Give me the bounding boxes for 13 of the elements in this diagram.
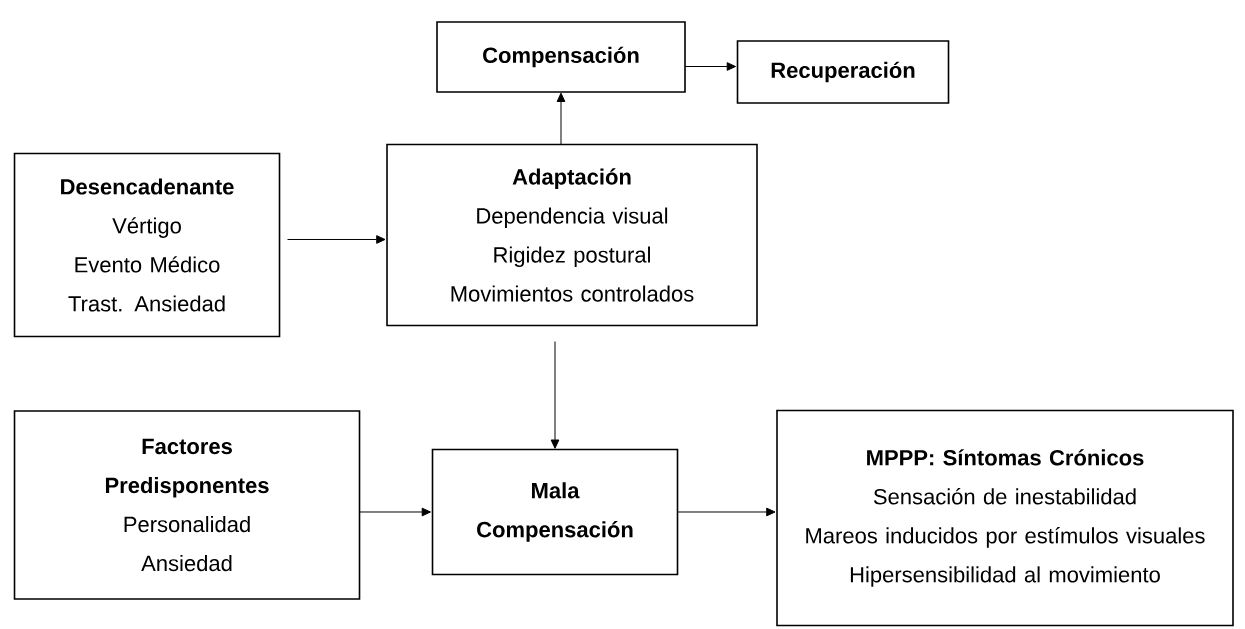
text-box: Adaptación Dependencia visual Rigidez postural Movimientos controlados [386,143,758,327]
arrow [550,341,560,449]
arrow [677,507,776,517]
arrow [684,62,736,71]
arrow [359,507,431,517]
text-box: MPPP: Síntomas Crónicos Sensación de inestabilidad Mareos inducidos por estímulos visuales Hipersensibilidad al movimiento [776,409,1234,627]
arrow [287,235,386,244]
text-box: Desencadenante Vértigo Evento Médico Trast. Ansiedad [13,152,281,338]
arrow [556,92,566,145]
text-box: Mala Compensación [431,448,679,576]
text-box: Recuperación [736,40,950,104]
text-box: Factores Predisponentes Personalidad Ansiedad [13,410,361,600]
text-box: Compensación [436,21,686,93]
